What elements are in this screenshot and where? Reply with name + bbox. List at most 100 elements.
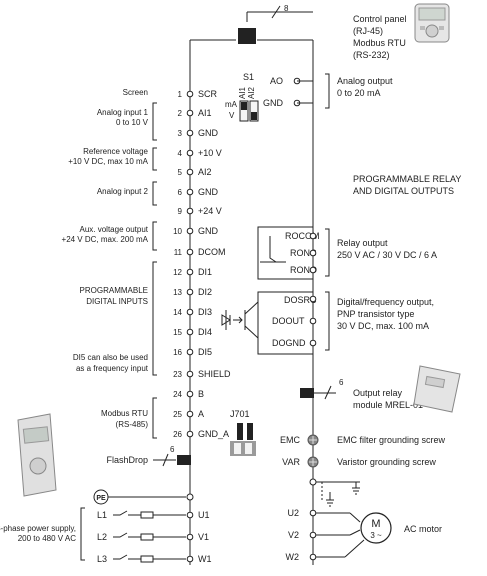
terminal-number-12: 12 <box>173 268 182 277</box>
terminal-label-10: GND <box>198 226 219 236</box>
terminal-rono <box>309 266 317 274</box>
programmable-relay-header-line-1: PROGRAMMABLE RELAY <box>353 174 461 184</box>
terminal-dcom <box>186 248 194 256</box>
aux-voltage-spec: +24 V DC, max. 200 mA <box>62 235 149 244</box>
reference-voltage-description: Reference voltage <box>83 147 148 156</box>
terminal-number-5: 5 <box>178 168 183 177</box>
output-relay-cable-count: 6 <box>339 378 344 387</box>
terminal-ao-label: AO <box>270 76 283 86</box>
var-screw-label: VAR <box>282 457 300 467</box>
fuse-icon <box>140 533 154 541</box>
programmable-digital-inputs-line-1: PROGRAMMABLE <box>80 286 148 295</box>
terminal-ronc-label: RONC <box>290 248 317 258</box>
pe-label: PE <box>96 495 106 502</box>
terminal-number-3: 3 <box>178 129 183 138</box>
terminal-dosrc <box>309 295 317 303</box>
switch-ai1-label: AI1 <box>238 86 247 99</box>
mrel-01-module-icon <box>413 365 461 413</box>
control-panel-cable-count: 8 <box>284 4 289 13</box>
terminal-number-25: 25 <box>173 410 182 419</box>
terminal--10-v <box>186 149 194 157</box>
terminal-number-15: 15 <box>173 328 182 337</box>
terminal-label-12: DI1 <box>198 267 212 277</box>
terminal-number-11: 11 <box>174 248 183 257</box>
motor-wiring <box>309 478 365 558</box>
ac-motor-icon: M 3 ~ <box>360 512 392 544</box>
terminal-number-23: 23 <box>173 370 182 379</box>
terminal-label-9: +24 V <box>198 206 222 216</box>
terminal-di5 <box>186 348 194 356</box>
control-panel-line-4: (RS-232) <box>353 50 390 60</box>
emc-screw-label: EMC <box>280 435 301 445</box>
output-relay-module: module MREL-01 <box>353 400 423 410</box>
terminal-dosrc-label: DOSRC <box>284 295 317 305</box>
power-supply-range: 200 to 480 V AC <box>18 534 76 543</box>
terminal-v2-label: V2 <box>288 530 299 540</box>
terminal-label-26: GND_A <box>198 429 229 439</box>
terminal-number-6: 6 <box>178 188 183 197</box>
terminal-label-11: DCOM <box>198 247 226 257</box>
terminal-label-4: +10 V <box>198 148 222 158</box>
terminal-label-u1: U1 <box>198 510 210 520</box>
terminal-gnd <box>186 188 194 196</box>
switch-ai2-label: AI2 <box>247 86 256 99</box>
terminal-dognd-label: DOGND <box>272 338 306 348</box>
flashdrop-label: FlashDrop <box>106 455 148 465</box>
terminal-number-16: 16 <box>173 348 182 357</box>
switch-ma-label: mA <box>225 100 238 109</box>
motor-symbol-m: M <box>371 518 380 530</box>
analog-input-1-range: 0 to 10 V <box>116 118 149 127</box>
power-line-wire-1 <box>113 510 186 516</box>
jumper-j701-label: J701 <box>230 409 250 419</box>
right-terminal-block: AO GND Analog output 0 to 20 mA PROGRAMM… <box>221 73 461 562</box>
switch-v-label: V <box>229 111 235 120</box>
optocoupler-icon <box>221 301 259 339</box>
terminal-gnd <box>186 129 194 137</box>
terminal-label-1: SCR <box>198 89 218 99</box>
terminal-label-14: DI3 <box>198 307 212 317</box>
digital-output-description: Digital/frequency output, <box>337 297 434 307</box>
terminal-doout-label: DOOUT <box>272 316 305 326</box>
analog-input-2-description: Analog input 2 <box>97 187 149 196</box>
control-panel-line-2: (RJ-45) <box>353 26 383 36</box>
terminal-di3 <box>186 308 194 316</box>
terminal-label-3: GND <box>198 128 219 138</box>
terminal-number-1: 1 <box>178 90 183 99</box>
terminal-b <box>186 390 194 398</box>
emc-screw-icon <box>307 434 319 446</box>
fuse-icon <box>140 511 154 519</box>
terminal--24-v <box>186 207 194 215</box>
terminal-doout <box>309 317 317 325</box>
terminal-scr <box>186 90 194 98</box>
terminal-number-24: 24 <box>173 390 182 399</box>
screen-description: Screen <box>123 88 148 97</box>
terminal-u1 <box>186 511 194 519</box>
modbus-interface: (RS-485) <box>116 420 149 429</box>
fuse-icon <box>140 555 154 563</box>
modbus-description: Modbus RTU <box>101 409 148 418</box>
terminal-ronc <box>309 249 317 257</box>
terminal-label-25: A <box>198 409 204 419</box>
di5-note-line-2: as a frequency input <box>76 364 149 373</box>
terminal-label-13: DI2 <box>198 287 212 297</box>
flashdrop-cable-count: 6 <box>170 445 175 454</box>
terminal-number-4: 4 <box>178 149 183 158</box>
terminal-number-10: 10 <box>173 227 182 236</box>
digital-output-spec: 30 V DC, max. 100 mA <box>337 321 429 331</box>
terminal-w2-label: W2 <box>286 552 300 562</box>
analog-output-range: 0 to 20 mA <box>337 88 381 98</box>
power-supply-description: 3-phase power supply, <box>0 524 76 533</box>
terminal-label-v1: V1 <box>198 532 209 542</box>
terminal-a <box>186 410 194 418</box>
control-panel-icon <box>414 3 450 43</box>
terminal-v1 <box>186 533 194 541</box>
terminal-ai1 <box>186 109 194 117</box>
power-line-label-3: L3 <box>97 554 107 564</box>
jumper-j701-icon <box>230 423 256 456</box>
terminal-rocom <box>309 232 317 240</box>
analog-input-1-description: Analog input 1 <box>97 108 149 117</box>
aux-voltage-description: Aux. voltage output <box>80 225 149 234</box>
